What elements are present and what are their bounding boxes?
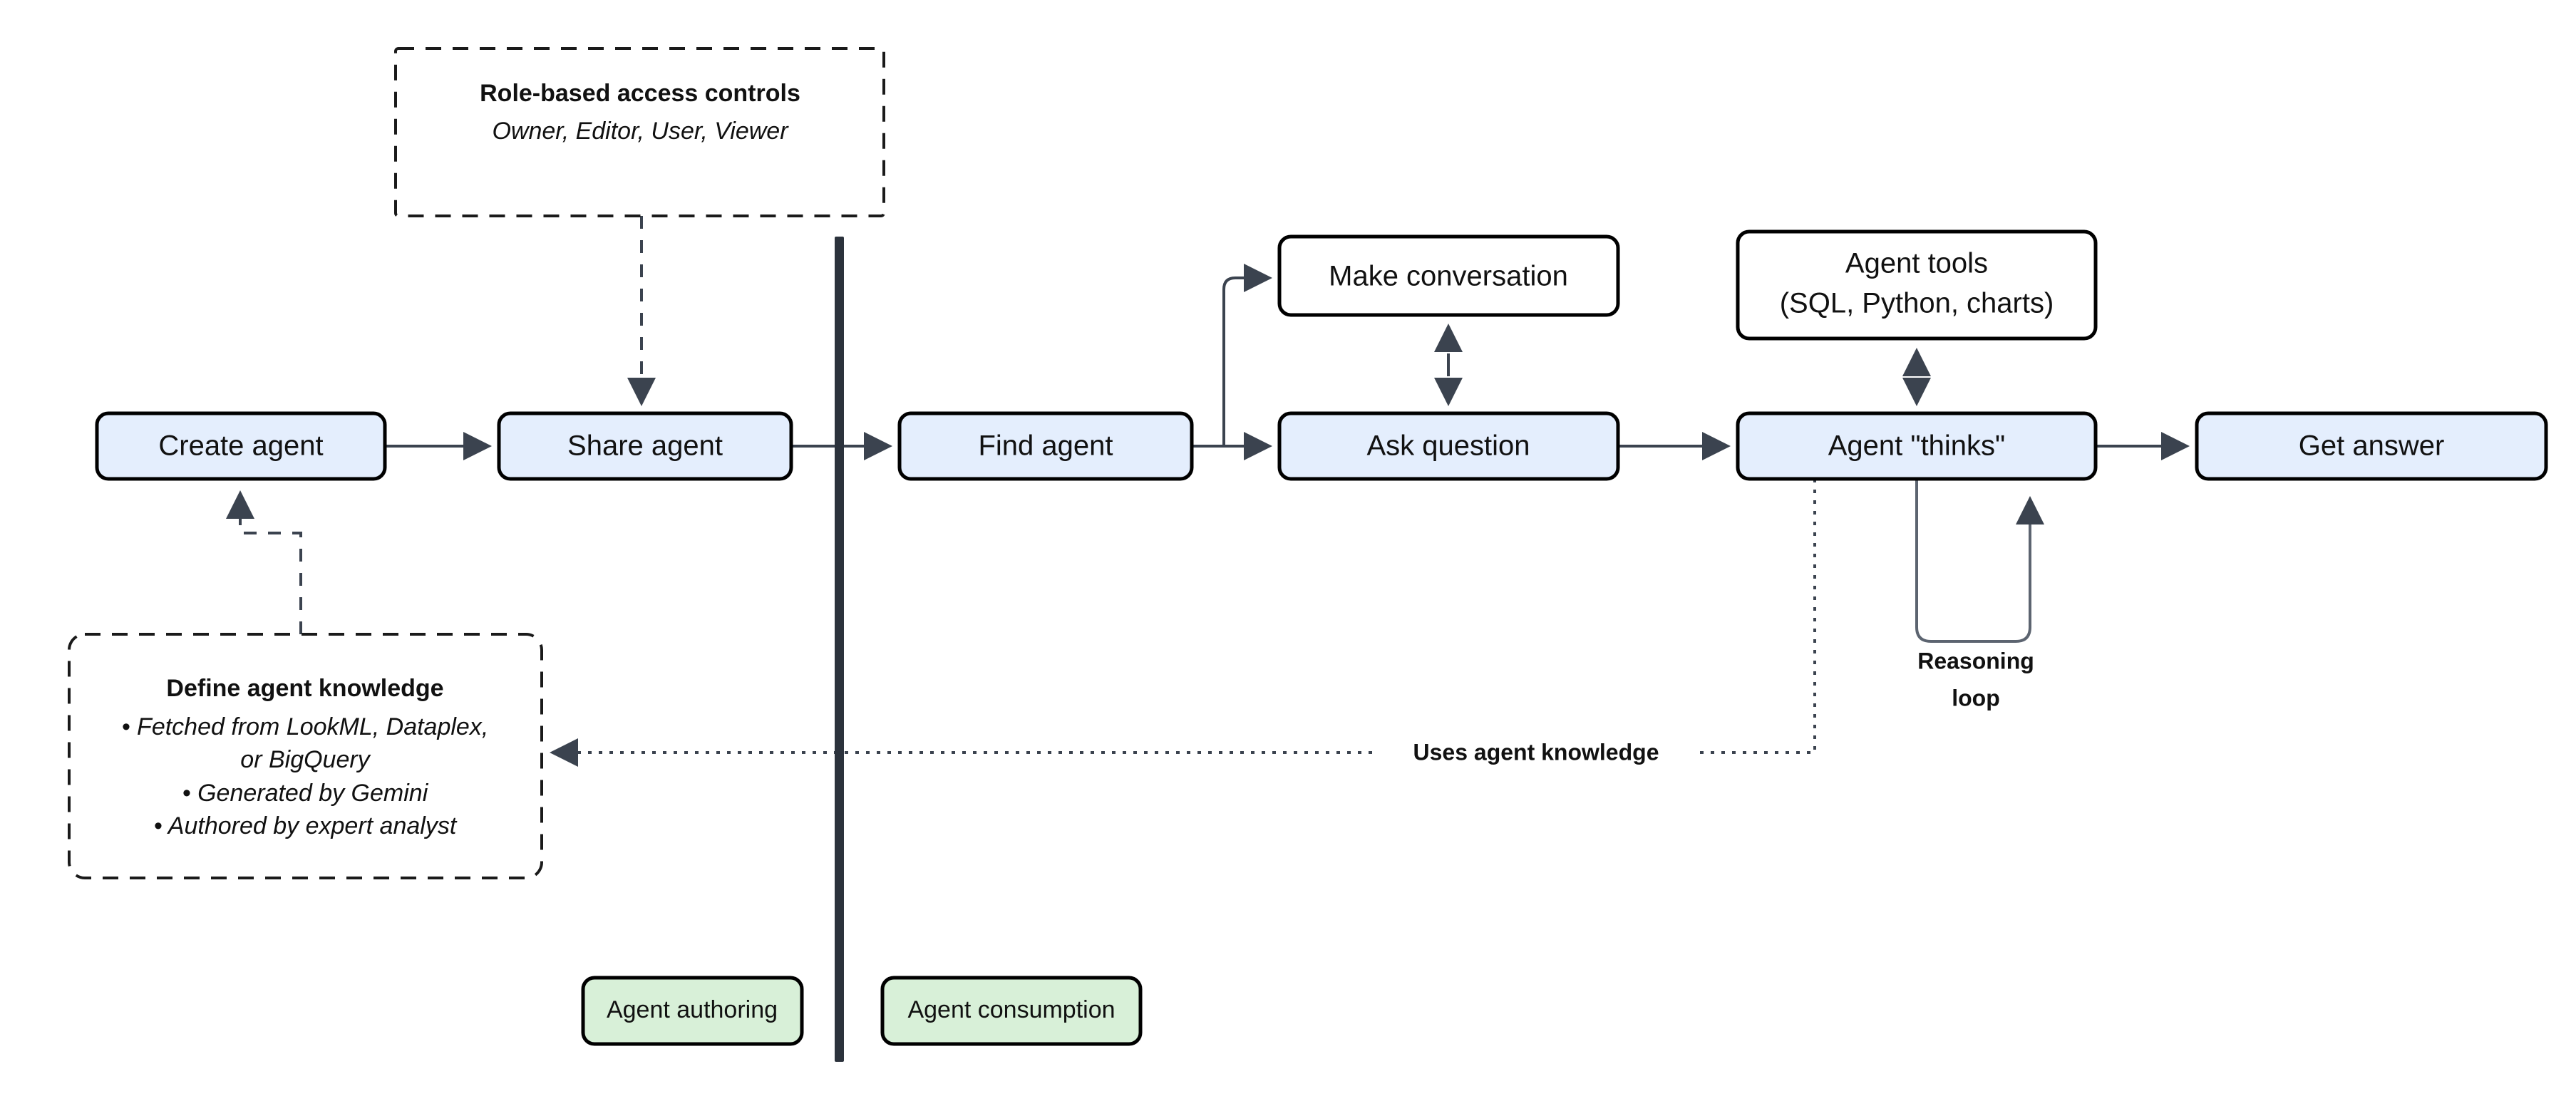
- edge-reasoning-loop: [1915, 479, 2044, 643]
- edge-label-reasoning-loop-line2: loop: [1952, 685, 2000, 710]
- note-knowledge-bullet-1: or BigQuery: [240, 746, 371, 773]
- phase-agent-authoring-label: Agent authoring: [607, 996, 778, 1023]
- note-agent-knowledge: Define agent knowledge • Fetched from Lo…: [68, 633, 543, 879]
- node-agent-tools-label-line1: Agent tools: [1845, 248, 1988, 279]
- edge-label-uses-agent-knowledge: Uses agent knowledge: [1376, 737, 1696, 768]
- node-make-conversation[interactable]: Make conversation: [1277, 234, 1620, 317]
- node-ask-question-label: Ask question: [1366, 430, 1530, 462]
- note-rbac-subtitle: Owner, Editor, User, Viewer: [492, 118, 789, 145]
- edge-label-uses-agent-knowledge-text: Uses agent knowledge: [1413, 739, 1659, 765]
- edge-knowledge-to-create-agent: [226, 490, 302, 634]
- edge-label-reasoning-loop: Reasoning loop: [1917, 648, 2034, 710]
- node-share-agent[interactable]: Share agent: [497, 411, 793, 481]
- node-find-agent[interactable]: Find agent: [897, 411, 1194, 481]
- note-knowledge-title: Define agent knowledge: [166, 675, 443, 702]
- node-ask-question[interactable]: Ask question: [1277, 411, 1620, 481]
- node-share-agent-label: Share agent: [567, 430, 723, 462]
- note-knowledge-bullet-0: • Fetched from LookML, Dataplex,: [122, 713, 489, 740]
- note-knowledge-bullet-3: • Authored by expert analyst: [154, 812, 458, 839]
- note-knowledge-bullet-2: • Generated by Gemini: [182, 780, 429, 807]
- node-get-answer[interactable]: Get answer: [2195, 411, 2548, 481]
- note-rbac: Role-based access controls Owner, Editor…: [394, 47, 885, 217]
- phase-agent-consumption-label: Agent consumption: [907, 996, 1115, 1023]
- edge-find-to-make-conversation: [1222, 264, 1272, 446]
- node-make-conversation-label: Make conversation: [1329, 261, 1568, 292]
- phase-agent-consumption[interactable]: Agent consumption: [880, 976, 1143, 1046]
- edge-uses-agent-knowledge: [550, 479, 1816, 767]
- phase-agent-authoring[interactable]: Agent authoring: [581, 976, 804, 1046]
- node-agent-thinks[interactable]: Agent "thinks": [1736, 411, 2098, 481]
- node-agent-tools-label-line2: (SQL, Python, charts): [1780, 288, 2054, 319]
- phase-divider: [835, 237, 844, 1062]
- note-rbac-title: Role-based access controls: [480, 80, 800, 107]
- node-agent-tools[interactable]: Agent tools (SQL, Python, charts): [1736, 229, 2098, 341]
- edge-label-reasoning-loop-line1: Reasoning: [1917, 648, 2034, 673]
- node-create-agent[interactable]: Create agent: [95, 411, 387, 481]
- node-agent-thinks-label: Agent "thinks": [1828, 430, 2006, 462]
- node-find-agent-label: Find agent: [978, 430, 1113, 462]
- node-get-answer-label: Get answer: [2299, 430, 2445, 462]
- node-create-agent-label: Create agent: [158, 430, 323, 462]
